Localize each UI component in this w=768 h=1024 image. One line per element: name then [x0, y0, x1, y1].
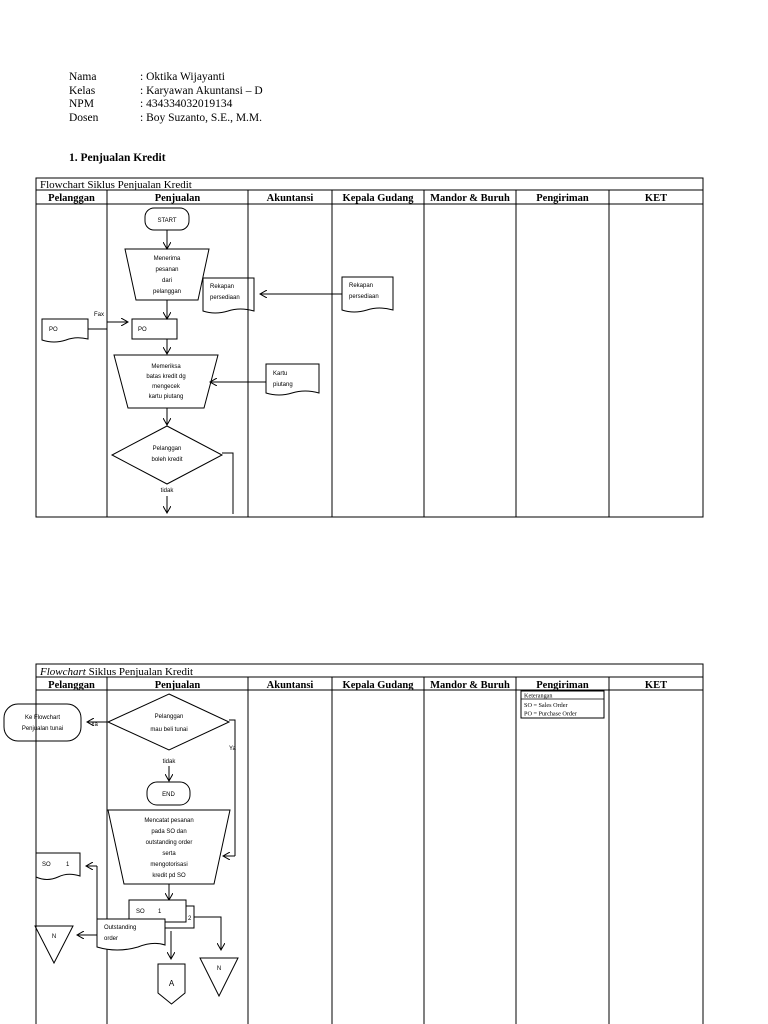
so-mid-number: 1	[158, 909, 162, 915]
col-mandor-buruh: Mandor & Buruh	[430, 193, 510, 204]
value-nama: : Oktika Wijayanti	[140, 71, 225, 83]
col-akuntansi: Akuntansi	[267, 193, 314, 204]
diamond2-line-1: Pelanggan	[155, 714, 184, 720]
outstanding-line-1: Outstanding	[104, 925, 136, 931]
ya-right-label: Ya	[229, 746, 237, 752]
column-headers-2: Pelanggan Penjualan Akuntansi Kepala Gud…	[48, 680, 667, 691]
title-italic-part: Flowchart	[39, 666, 87, 678]
section-title: 1. Penjualan Kredit	[69, 152, 166, 164]
col-kepala-gudang: Kepala Gudang	[343, 193, 415, 204]
col2-penjualan: Penjualan	[155, 680, 201, 691]
n-left-label: N	[52, 934, 56, 940]
rekapan-left-line-1: Rekapan	[210, 284, 234, 290]
po-right-label: PO	[138, 327, 147, 333]
memeriksa-line-1: Memeriksa	[151, 364, 181, 370]
rekapan-right-line-1: Rekapan	[349, 283, 373, 289]
memeriksa-manual-operation	[113, 354, 219, 409]
label-dosen: Dosen	[69, 112, 99, 124]
mencatat-line-6: kredit pd SO	[152, 873, 186, 879]
menerima-line-3: dari	[162, 278, 172, 284]
value-kelas: : Karyawan Akuntansi – D	[140, 85, 263, 97]
po-left-label: PO	[49, 327, 58, 333]
end-terminator	[146, 781, 191, 806]
col2-pelanggan: Pelanggan	[48, 680, 95, 691]
rekapan-doc-left	[202, 277, 255, 314]
fax-label: Fax	[94, 312, 104, 318]
ke-flowchart-line-2: Penjualan tunai	[22, 726, 63, 732]
flowchart-table-2	[35, 663, 704, 1024]
column-headers-1: Pelanggan Penjualan Akuntansi Kepala Gud…	[48, 193, 667, 204]
mencatat-line-5: mengotorisasi	[150, 862, 187, 868]
mencatat-line-2: pada SO dan	[151, 829, 186, 835]
flowchart-1-title: Flowchart Siklus Penjualan Kredit	[40, 179, 192, 191]
col-penjualan: Penjualan	[155, 193, 201, 204]
value-dosen: : Boy Suzanto, S.E., M.M.	[140, 112, 262, 124]
so-mid-label: SO	[136, 909, 145, 915]
mencatat-line-4: serta	[162, 851, 176, 857]
tidak-label-1: tidak	[161, 488, 175, 494]
menerima-line-1: Menerima	[154, 256, 181, 262]
rekapan-left-line-2: persediaan	[210, 295, 240, 301]
label-nama: Nama	[69, 71, 96, 83]
ya-left-label: Ya	[91, 722, 99, 728]
so-copy-number: 2	[188, 916, 192, 922]
col-pelanggan: Pelanggan	[48, 193, 95, 204]
memeriksa-line-4: kartu piutang	[149, 394, 184, 400]
offpage-connector-a	[157, 963, 186, 1005]
mencatat-line-3: outstanding order	[146, 840, 193, 846]
rekapan-right-line-2: persediaan	[349, 294, 379, 300]
title-rest-part: Siklus Penjualan Kredit	[86, 666, 193, 678]
col-ket: KET	[645, 193, 667, 204]
tidak-label-2: tidak	[163, 759, 177, 765]
so-left-label: SO	[42, 862, 51, 868]
ke-flowchart-terminator	[3, 703, 82, 742]
memeriksa-line-2: batas kredit dg	[146, 374, 185, 380]
end-label: END	[162, 792, 175, 798]
beli-tunai-decision	[106, 693, 231, 751]
legend-title: Keterangan	[524, 693, 553, 700]
po-doc-right	[131, 318, 178, 340]
flowchart-2-title: Flowchart Siklus Penjualan Kredit	[39, 666, 193, 678]
col2-kepala-gudang: Kepala Gudang	[343, 680, 415, 691]
kartu-piutang-doc	[265, 363, 320, 396]
diamond1-line-2: boleh kredit	[151, 457, 182, 463]
value-npm: : 434334032019134	[140, 98, 233, 110]
legend-box: Keterangan SO = Sales Order PO = Purchas…	[520, 690, 605, 719]
po-doc-left	[41, 318, 89, 343]
ke-flowchart-line-1: Ke Flowchart	[25, 715, 60, 721]
offline-file-right	[199, 957, 239, 998]
label-npm: NPM	[69, 98, 94, 110]
mencatat-line-1: Mencatat pesanan	[144, 818, 193, 824]
col2-ket: KET	[645, 680, 667, 691]
col2-mandor-buruh: Mandor & Buruh	[430, 680, 510, 691]
start-label: START	[157, 218, 176, 224]
n-right-label: N	[217, 966, 221, 972]
so-doc-left	[35, 852, 81, 880]
diamond1-line-1: Pelanggan	[153, 446, 182, 452]
flowchart-table-1	[35, 177, 704, 518]
legend-po: PO = Purchase Order	[524, 711, 577, 718]
mencatat-manual-operation	[107, 809, 231, 885]
menerima-line-4: pelanggan	[153, 289, 181, 295]
col-pengiriman: Pengiriman	[536, 193, 589, 204]
offline-file-left	[34, 925, 74, 965]
label-kelas: Kelas	[69, 85, 96, 97]
legend-so: SO = Sales Order	[524, 702, 568, 709]
boleh-kredit-decision	[110, 425, 224, 485]
col2-akuntansi: Akuntansi	[267, 680, 314, 691]
outstanding-line-2: order	[104, 936, 118, 942]
connector-a-label: A	[169, 979, 175, 988]
kartu-line-1: Kartu	[273, 371, 287, 377]
diamond2-line-2: mau beli tunai	[150, 727, 187, 733]
so-left-number: 1	[66, 862, 70, 868]
outstanding-order-doc	[96, 918, 166, 951]
menerima-line-2: pesanan	[155, 267, 178, 273]
rekapan-doc-right	[341, 276, 394, 313]
menerima-manual-operation	[124, 248, 210, 301]
kartu-line-2: piutang	[273, 382, 293, 388]
col2-pengiriman: Pengiriman	[536, 680, 589, 691]
student-info: Nama Kelas NPM Dosen : Oktika Wijayanti …	[69, 71, 263, 124]
memeriksa-line-3: mengecek	[152, 384, 181, 390]
